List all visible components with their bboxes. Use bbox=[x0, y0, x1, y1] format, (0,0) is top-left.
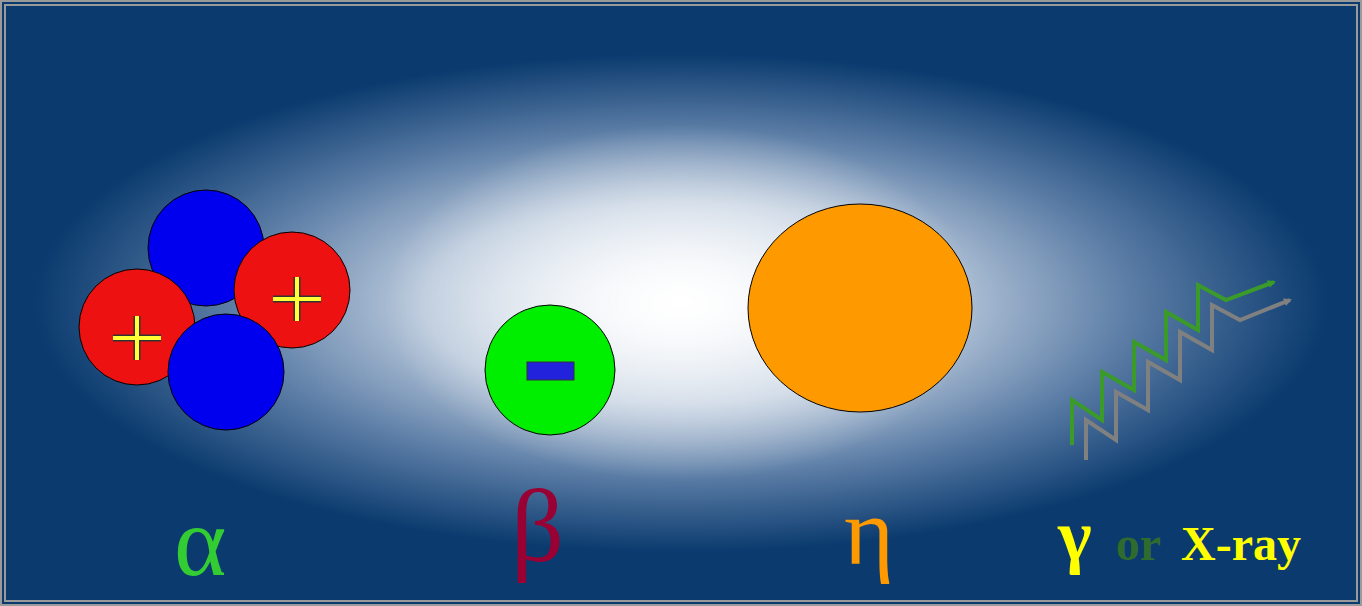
xray-text: X-ray bbox=[1181, 520, 1301, 568]
gamma-symbol: γ bbox=[1058, 500, 1092, 572]
alpha-symbol: α bbox=[174, 492, 226, 592]
beta-particle bbox=[485, 305, 615, 435]
eta-symbol: η bbox=[844, 484, 894, 580]
gamma-wave bbox=[1072, 282, 1290, 460]
or-text: or bbox=[1116, 520, 1161, 568]
alpha-particle bbox=[79, 190, 350, 430]
eta-particle bbox=[748, 204, 972, 412]
beta-symbol: β bbox=[511, 474, 564, 578]
